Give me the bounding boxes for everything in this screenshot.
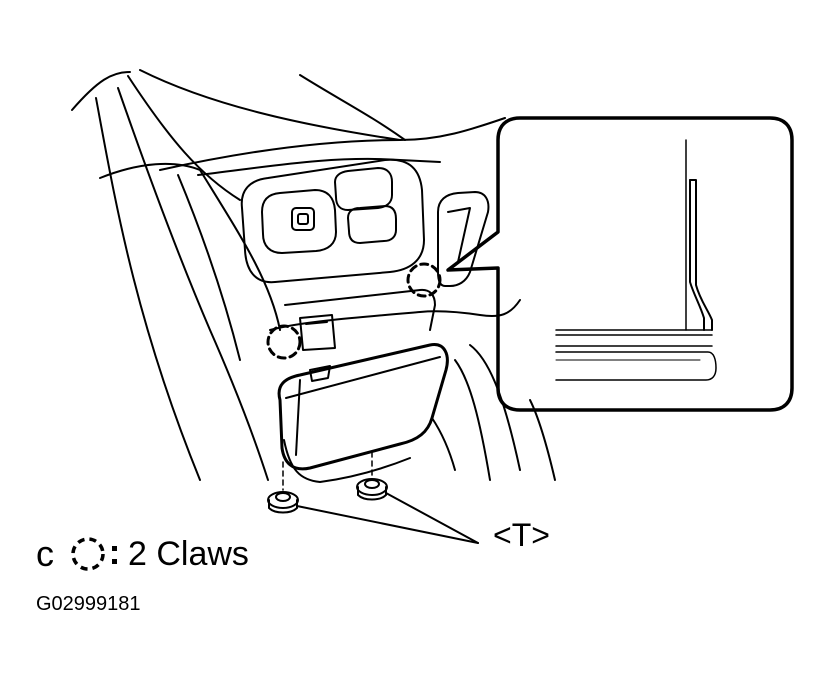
pillar-trim-lines [71,69,401,481]
switch-bezel [240,158,425,284]
callout-frame [446,116,794,412]
detail-callout [446,116,794,412]
bolt-left [267,491,299,514]
bolt-right [356,478,388,501]
bolt-guides [282,451,373,491]
legend-symbol: c [36,533,54,574]
lower-dash-panel [269,288,521,351]
torque-label: <T> [493,517,550,553]
dashboard-upper-panel [159,74,506,176]
dashed-circle-claw-icon [68,532,124,576]
claw-marker-left [266,324,302,360]
claw-markers [266,262,442,360]
figure-code: G02999181 [36,593,141,615]
legend: c 2 Claws [36,527,249,581]
legend-text: 2 Claws [128,535,249,573]
lower-cover-panel [277,343,449,483]
claw-marker-right [406,262,442,298]
right-vent [437,191,490,287]
torque-leader-lines [296,492,479,544]
console-lines [431,344,556,481]
